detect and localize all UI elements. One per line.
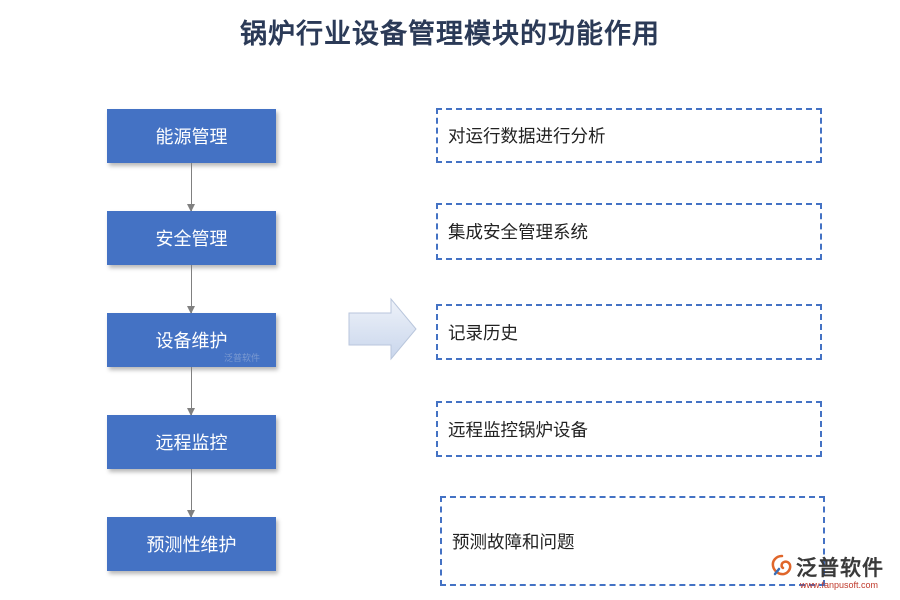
module-predictive-maintenance: 预测性维护: [107, 517, 276, 571]
function-label: 对运行数据进行分析: [448, 127, 606, 147]
function-item: 集成安全管理系统: [436, 203, 822, 260]
function-label: 记录历史: [448, 323, 518, 344]
function-label: 集成安全管理系统: [448, 223, 588, 243]
logo-swirl-icon: [771, 554, 792, 576]
logo-name: 泛普软件: [796, 556, 884, 580]
function-label: 预测故障和问题: [452, 532, 575, 553]
module-energy-management: 能源管理: [107, 109, 276, 163]
function-item: 对运行数据进行分析: [436, 108, 822, 163]
module-remote-monitoring: 远程监控: [107, 415, 276, 469]
connector-arrow: [187, 265, 195, 314]
logo-url: www.fanpusoft.com: [800, 580, 879, 590]
function-item: 记录历史: [436, 304, 822, 360]
connector-arrow: [187, 163, 195, 212]
connector-arrow: [187, 367, 195, 416]
connector-arrow: [187, 469, 195, 518]
function-item: 远程监控锅炉设备: [436, 401, 822, 457]
module-equipment-maintenance: 设备维护: [107, 313, 276, 367]
function-label: 远程监控锅炉设备: [448, 420, 588, 441]
module-safety-management: 安全管理: [107, 211, 276, 265]
page-title: 锅炉行业设备管理模块的功能作用: [240, 19, 660, 50]
function-item: 预测故障和问题: [440, 496, 825, 586]
right-arrow-icon: [348, 297, 417, 361]
brand-logo: 泛普软件 www.fanpusoft.com: [768, 550, 894, 596]
watermark: 泛普软件: [224, 354, 261, 364]
